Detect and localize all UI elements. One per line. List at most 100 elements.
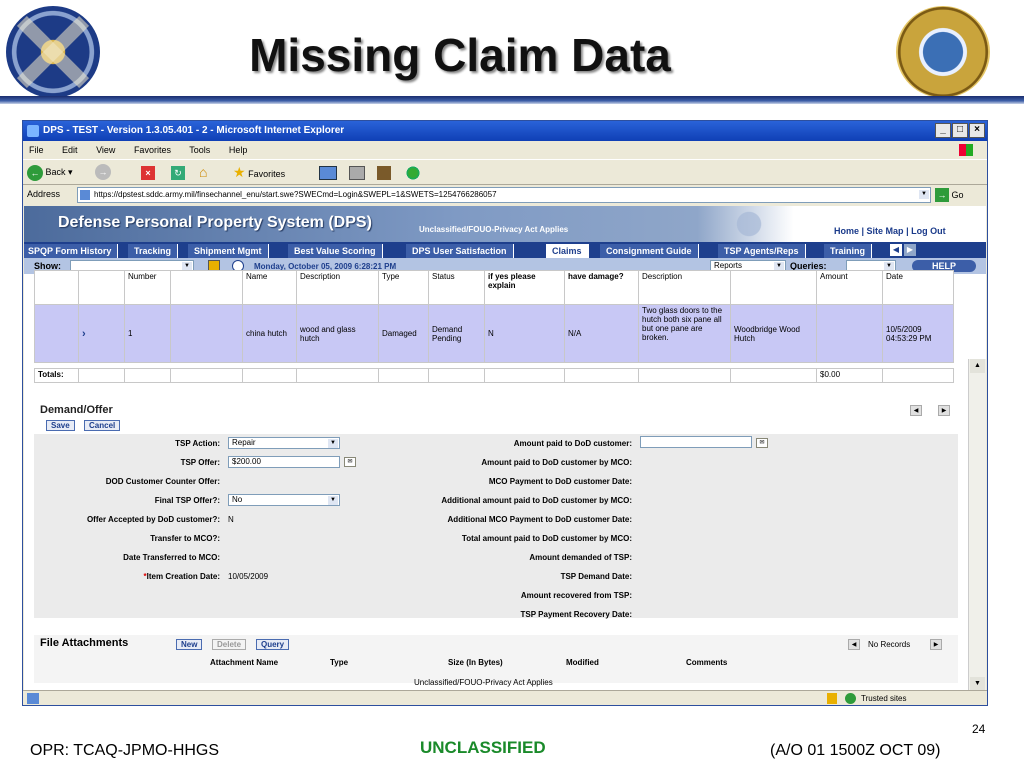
no-records-text: No Records bbox=[868, 640, 911, 649]
menu-favorites[interactable]: Favorites bbox=[133, 145, 171, 155]
star-icon: ★ bbox=[233, 164, 246, 180]
nav-tabs: SPQP Form History Tracking Shipment Mgmt… bbox=[24, 242, 986, 258]
amount-paid-input[interactable] bbox=[640, 436, 752, 448]
tsp-action-select[interactable]: Repair▼ bbox=[228, 437, 340, 449]
scroll-up-icon[interactable]: ▲ bbox=[970, 359, 985, 373]
vertical-scrollbar[interactable]: ▲ ▼ bbox=[968, 359, 986, 690]
attachments-title: File Attachments bbox=[40, 637, 129, 649]
dps-header-links: Home | Site Map | Log Out bbox=[834, 226, 946, 236]
log-out-link[interactable]: Log Out bbox=[911, 226, 946, 236]
footer-opr: OPR: TCAQ-JPMO-HHGS bbox=[30, 742, 220, 759]
reports-value: Reports bbox=[714, 261, 743, 270]
attachments-bar: File Attachments New Delete Query ◀ No R… bbox=[34, 635, 958, 683]
tsp-offer-input[interactable]: $200.00 bbox=[228, 456, 340, 468]
tab-scroll-left-icon[interactable]: ◀ bbox=[890, 244, 902, 256]
totals-label: Totals: bbox=[34, 368, 79, 383]
additional-amount-label: Additional amount paid to DoD customer b… bbox=[441, 496, 632, 505]
home-icon[interactable]: ⌂ bbox=[199, 164, 208, 180]
col-attachment-comments[interactable]: Comments bbox=[686, 658, 728, 667]
row-expand-icon[interactable]: › bbox=[78, 304, 125, 363]
footer-date: (A/O 01 1500Z OCT 09) bbox=[770, 742, 941, 759]
offer-accepted-value: N bbox=[228, 515, 234, 524]
menu-file[interactable]: File bbox=[29, 145, 44, 155]
date-transferred-label: Date Transferred to MCO: bbox=[123, 553, 220, 562]
cancel-button[interactable]: Cancel bbox=[84, 420, 121, 431]
col-type[interactable]: Type bbox=[378, 270, 429, 305]
tab-dps-user-satisfaction[interactable]: DPS User Satisfaction bbox=[406, 244, 514, 258]
address-input[interactable]: https://dpstest.sddc.army.mil/finsechann… bbox=[77, 187, 931, 203]
col-damage[interactable]: have damage? bbox=[564, 270, 639, 305]
address-dropdown-icon[interactable]: ▼ bbox=[919, 190, 929, 199]
amount-demanded-label: Amount demanded of TSP: bbox=[529, 553, 632, 562]
tab-training[interactable]: Training bbox=[824, 244, 873, 258]
maximize-button[interactable]: □ bbox=[952, 123, 968, 138]
reports-dropdown-icon: ▼ bbox=[774, 262, 784, 271]
forward-button[interactable]: → bbox=[95, 164, 111, 180]
favorites-button[interactable]: ★ Favorites bbox=[233, 164, 285, 182]
cell-damage: N/A bbox=[564, 304, 639, 363]
help-button[interactable]: HELP bbox=[912, 260, 976, 272]
history-icon[interactable] bbox=[319, 166, 337, 180]
menu-view[interactable]: View bbox=[96, 145, 116, 155]
required-asterisk: * bbox=[143, 572, 147, 581]
cell-type: Damaged bbox=[378, 304, 429, 363]
section-nav-right-icon[interactable]: ▶ bbox=[938, 405, 950, 416]
home-link[interactable]: Home bbox=[834, 226, 860, 236]
col-number[interactable]: Number bbox=[124, 270, 171, 305]
attachments-next-icon[interactable]: ▶ bbox=[930, 639, 942, 650]
tab-tracking[interactable]: Tracking bbox=[128, 244, 179, 258]
calculator-icon[interactable]: ✉ bbox=[344, 457, 356, 467]
col-explain[interactable]: if yes please explain bbox=[484, 270, 565, 305]
col-attachment-type[interactable]: Type bbox=[330, 658, 349, 667]
menu-help[interactable]: Help bbox=[228, 145, 248, 155]
tab-tsp-agents-reps[interactable]: TSP Agents/Reps bbox=[718, 244, 806, 258]
scroll-down-icon[interactable]: ▼ bbox=[970, 677, 985, 690]
table-row[interactable]: › 1 china hutch wood and glass hutch Dam… bbox=[34, 304, 954, 363]
delete-attachment-button[interactable]: Delete bbox=[212, 639, 247, 650]
final-tsp-offer-select[interactable]: No▼ bbox=[228, 494, 340, 506]
counter-offer-label: DOD Customer Counter Offer: bbox=[105, 477, 220, 486]
save-button[interactable]: Save bbox=[46, 420, 75, 431]
total-amount-mco-label: Total amount paid to DoD customer by MCO… bbox=[461, 534, 632, 543]
attachments-prev-icon[interactable]: ◀ bbox=[848, 639, 860, 650]
research-icon[interactable] bbox=[377, 166, 391, 180]
col-attachment-modified[interactable]: Modified bbox=[566, 658, 599, 667]
stop-icon[interactable]: × bbox=[141, 166, 155, 180]
col-name[interactable]: Name bbox=[242, 270, 297, 305]
col-amount[interactable]: Amount bbox=[816, 270, 883, 305]
section-nav-left-icon[interactable]: ◀ bbox=[910, 405, 922, 416]
tab-scroll-right-icon[interactable]: ▶ bbox=[904, 244, 916, 256]
close-button[interactable]: × bbox=[969, 123, 985, 138]
refresh-icon[interactable]: ↻ bbox=[171, 166, 185, 180]
tab-spqp-form-history[interactable]: SPQP Form History bbox=[24, 244, 119, 258]
print-icon[interactable] bbox=[349, 166, 365, 180]
menu-bar: File Edit View Favorites Tools Help bbox=[23, 141, 987, 159]
col-attachment-name[interactable]: Attachment Name bbox=[210, 658, 279, 667]
menu-tools[interactable]: Tools bbox=[189, 145, 211, 155]
amount-recovered-label: Amount recovered from TSP: bbox=[520, 591, 632, 600]
col-description[interactable]: Description bbox=[296, 270, 379, 305]
col-date[interactable]: Date bbox=[882, 270, 954, 305]
menu-edit[interactable]: Edit bbox=[62, 145, 78, 155]
cell-explain: N bbox=[484, 304, 565, 363]
amount-paid-label: Amount paid to DoD customer: bbox=[513, 439, 632, 448]
new-attachment-button[interactable]: New bbox=[176, 639, 203, 650]
tab-best-value-scoring[interactable]: Best Value Scoring bbox=[288, 244, 383, 258]
tab-claims[interactable]: Claims bbox=[546, 244, 589, 258]
col-status[interactable]: Status bbox=[428, 270, 485, 305]
tab-consignment-guide[interactable]: Consignment Guide bbox=[600, 244, 699, 258]
tab-shipment-mgmt[interactable]: Shipment Mgmt bbox=[188, 244, 269, 258]
final-tsp-offer-dropdown-icon: ▼ bbox=[328, 496, 338, 505]
col-damage-description[interactable]: Description bbox=[638, 270, 731, 305]
amount-paid-calc-icon[interactable]: ✉ bbox=[756, 438, 768, 448]
minimize-button[interactable]: _ bbox=[935, 123, 951, 138]
back-button[interactable]: ← Back ▾ bbox=[27, 164, 73, 181]
go-arrow-icon: → bbox=[935, 188, 949, 202]
go-button[interactable]: → Go bbox=[935, 188, 964, 202]
transfer-to-mco-label: Transfer to MCO?: bbox=[150, 534, 220, 543]
messenger-icon[interactable] bbox=[405, 166, 421, 180]
claims-grid: Number Name Description Type Status if y… bbox=[24, 270, 968, 394]
col-attachment-size[interactable]: Size (In Bytes) bbox=[448, 658, 503, 667]
site-map-link[interactable]: Site Map bbox=[866, 226, 904, 236]
query-attachment-button[interactable]: Query bbox=[256, 639, 290, 650]
